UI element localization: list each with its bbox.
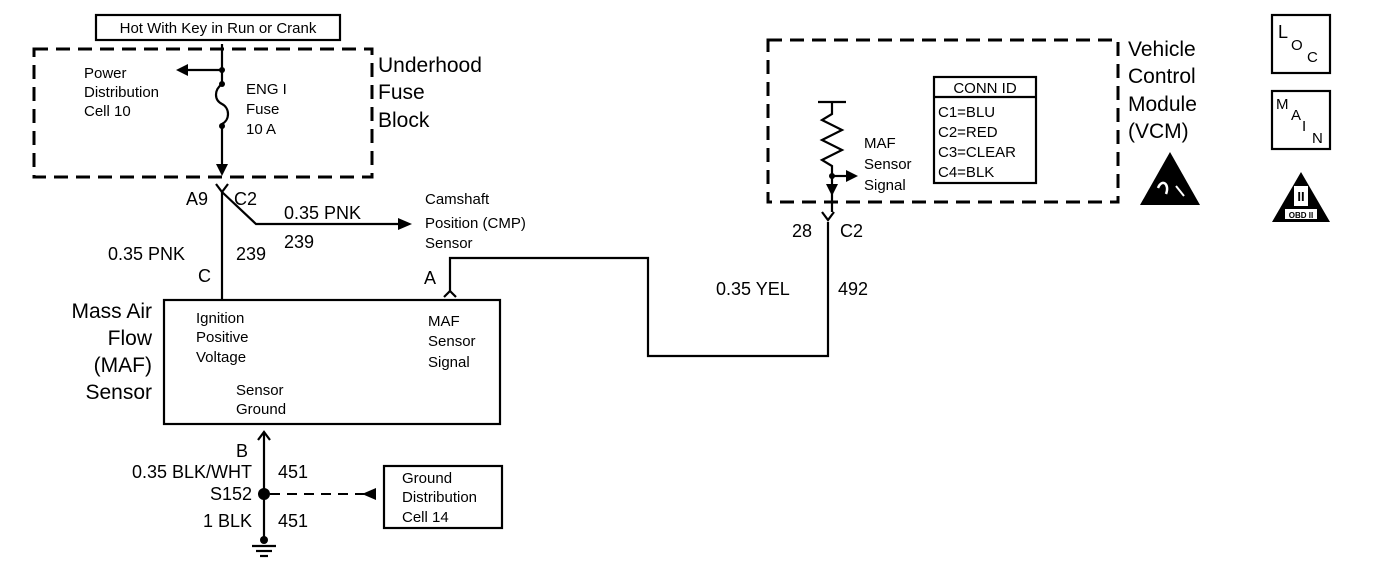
svg-text:A: A	[1291, 107, 1301, 124]
svg-text:Ground: Ground	[236, 401, 286, 418]
fuse-block-title: Underhood Fuse Block	[378, 54, 482, 132]
connector-b-icon	[257, 430, 271, 441]
svg-text:Camshaft: Camshaft	[425, 191, 490, 208]
svg-text:C1=BLU: C1=BLU	[938, 104, 995, 121]
maf-sensor-title: Mass Air Flow (MAF) Sensor	[71, 300, 152, 404]
svg-text:10 A: 10 A	[246, 121, 276, 138]
svg-text:Ground: Ground	[402, 470, 452, 487]
pin-c: C	[198, 266, 211, 286]
pullup-resistor-icon	[818, 100, 858, 212]
eng-fuse-icon	[214, 70, 230, 176]
wire-blk-wht-label: 0.35 BLK/WHT	[132, 462, 252, 482]
svg-text:I: I	[1302, 118, 1306, 135]
connector-c2-fuse: C2	[234, 189, 257, 209]
svg-text:MAF: MAF	[864, 135, 896, 152]
svg-text:C3=CLEAR: C3=CLEAR	[938, 144, 1016, 161]
svg-text:Fuse: Fuse	[378, 81, 425, 104]
svg-text:Sensor: Sensor	[425, 235, 473, 252]
wire-239-cmp-label: 239	[284, 232, 314, 252]
power-distribution-label: Power Distribution Cell 10	[84, 65, 159, 120]
wire-239-maf-label: 239	[236, 244, 266, 264]
svg-text:Fuse: Fuse	[246, 101, 279, 118]
svg-text:Position (CMP): Position (CMP)	[425, 215, 526, 232]
svg-text:Sensor: Sensor	[864, 156, 912, 173]
wire-492-label: 492	[838, 279, 868, 299]
cmp-sensor-label: Camshaft Position (CMP) Sensor	[425, 191, 526, 252]
svg-text:Distribution: Distribution	[402, 489, 477, 506]
power-source-label: Hot With Key in Run or Crank	[94, 13, 342, 42]
wire-pnk-cmp-label: 0.35 PNK	[284, 203, 361, 223]
svg-text:Sensor: Sensor	[236, 382, 284, 399]
wire-pnk-maf-label: 0.35 PNK	[108, 244, 185, 264]
conn-id-table: CONN ID C1=BLU C2=RED C3=CLEAR C4=BLK	[932, 75, 1038, 185]
svg-text:L: L	[1278, 22, 1288, 42]
svg-text:MAF: MAF	[428, 313, 460, 330]
svg-text:CONN ID: CONN ID	[953, 80, 1017, 97]
wire-yel-492	[448, 222, 830, 358]
underhood-fuse-block	[32, 47, 374, 179]
wire-1blk-label: 1 BLK	[203, 511, 252, 531]
svg-text:Underhood: Underhood	[378, 54, 482, 77]
svg-text:Block: Block	[378, 109, 430, 132]
svg-text:Cell 14: Cell 14	[402, 509, 449, 526]
chassis-ground-icon	[252, 536, 276, 558]
svg-text:ENG I: ENG I	[246, 81, 287, 98]
svg-text:C: C	[1307, 49, 1318, 66]
svg-text:M: M	[1276, 96, 1289, 113]
svg-text:Signal: Signal	[428, 354, 470, 371]
pin-28: 28	[792, 221, 812, 241]
vcm-title: Vehicle Control Module (VCM)	[1128, 38, 1197, 143]
svg-text:Control: Control	[1128, 65, 1196, 88]
svg-text:Flow: Flow	[108, 327, 153, 350]
svg-text:Vehicle: Vehicle	[1128, 38, 1196, 61]
wire-yel-label: 0.35 YEL	[716, 279, 790, 299]
esd-warning-icon	[1140, 152, 1200, 205]
svg-text:(VCM): (VCM)	[1128, 120, 1189, 143]
connector-28-icon	[821, 211, 835, 222]
svg-text:Signal: Signal	[864, 177, 906, 194]
svg-text:(MAF): (MAF)	[94, 354, 152, 377]
svg-text:O: O	[1291, 37, 1303, 54]
svg-text:Mass Air: Mass Air	[71, 300, 152, 323]
svg-text:C4=BLK: C4=BLK	[938, 164, 994, 181]
pin-b: B	[236, 441, 248, 461]
sensor-ground-label: Sensor Ground	[236, 382, 286, 418]
svg-text:Module: Module	[1128, 93, 1197, 116]
svg-text:II: II	[1297, 189, 1304, 204]
svg-text:OBD II: OBD II	[1289, 211, 1313, 220]
splice-s152-icon	[258, 488, 270, 500]
ground-distribution-box: Ground Distribution Cell 14	[382, 464, 504, 530]
wire-451-upper-label: 451	[278, 462, 308, 482]
loc-badge-icon: L O C	[1270, 13, 1332, 75]
pin-a: A	[424, 268, 436, 288]
svg-text:Ignition: Ignition	[196, 310, 244, 327]
svg-text:Sensor: Sensor	[428, 333, 476, 350]
connector-a-icon	[443, 289, 457, 298]
svg-text:C2=RED: C2=RED	[938, 124, 998, 141]
connector-c2-vcm: C2	[840, 221, 863, 241]
svg-text:Sensor: Sensor	[85, 381, 152, 404]
svg-text:Positive: Positive	[196, 329, 249, 346]
svg-text:Power: Power	[84, 65, 127, 82]
svg-text:N: N	[1312, 130, 1323, 147]
svg-text:Voltage: Voltage	[196, 349, 246, 366]
vcm-module	[766, 38, 1120, 204]
svg-text:Cell 10: Cell 10	[84, 103, 131, 120]
connector-a9-icon	[215, 183, 229, 194]
maf-sensor-box	[162, 298, 502, 426]
main-badge-icon: M A I N	[1270, 89, 1332, 151]
wire-cmp-branch	[221, 191, 400, 226]
eng-fuse-label: ENG I Fuse 10 A	[246, 81, 287, 138]
obd-ii-badge-icon: II OBD II	[1272, 172, 1330, 222]
svg-text:Hot With Key in Run or Crank: Hot With Key in Run or Crank	[120, 20, 317, 37]
svg-text:Distribution: Distribution	[84, 84, 159, 101]
wire-451-lower-label: 451	[278, 511, 308, 531]
ignition-voltage-label: Ignition Positive Voltage	[196, 310, 249, 366]
vcm-maf-signal-label: MAF Sensor Signal	[864, 135, 912, 194]
maf-signal-label: MAF Sensor Signal	[428, 313, 476, 371]
pin-a9: A9	[186, 189, 208, 209]
splice-s152-label: S152	[210, 484, 252, 504]
